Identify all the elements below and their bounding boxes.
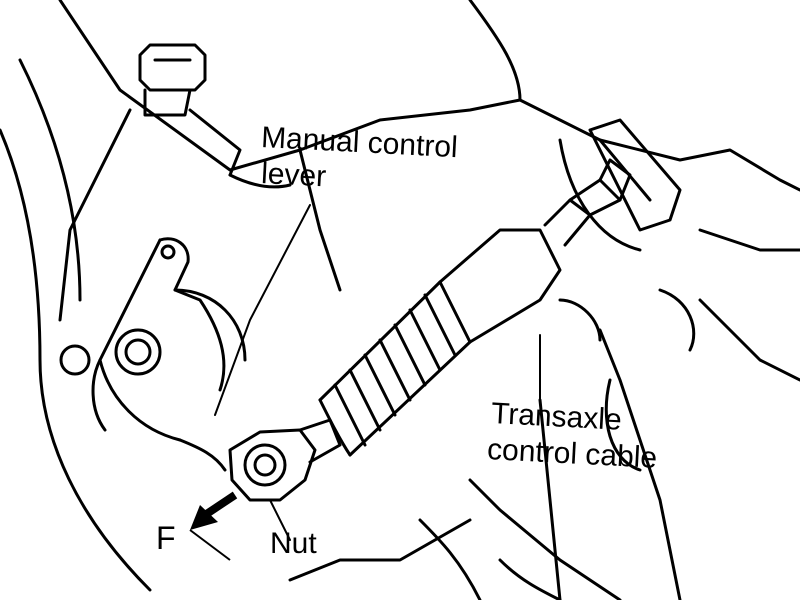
manual-control-lever-label-line2: lever (260, 157, 327, 194)
cable-end-nut (228, 418, 342, 502)
arrow-down-left-icon (189, 491, 238, 561)
manual-control-lever (59, 237, 247, 472)
cable-housing (543, 118, 682, 247)
leader-lines (214, 204, 541, 541)
direction-label: F (156, 520, 176, 556)
transaxle-control-cable-label: Transaxle (490, 397, 623, 437)
bracket-bolt (58, 43, 292, 322)
nut-label: Nut (270, 527, 317, 560)
cable-boot (318, 228, 562, 457)
